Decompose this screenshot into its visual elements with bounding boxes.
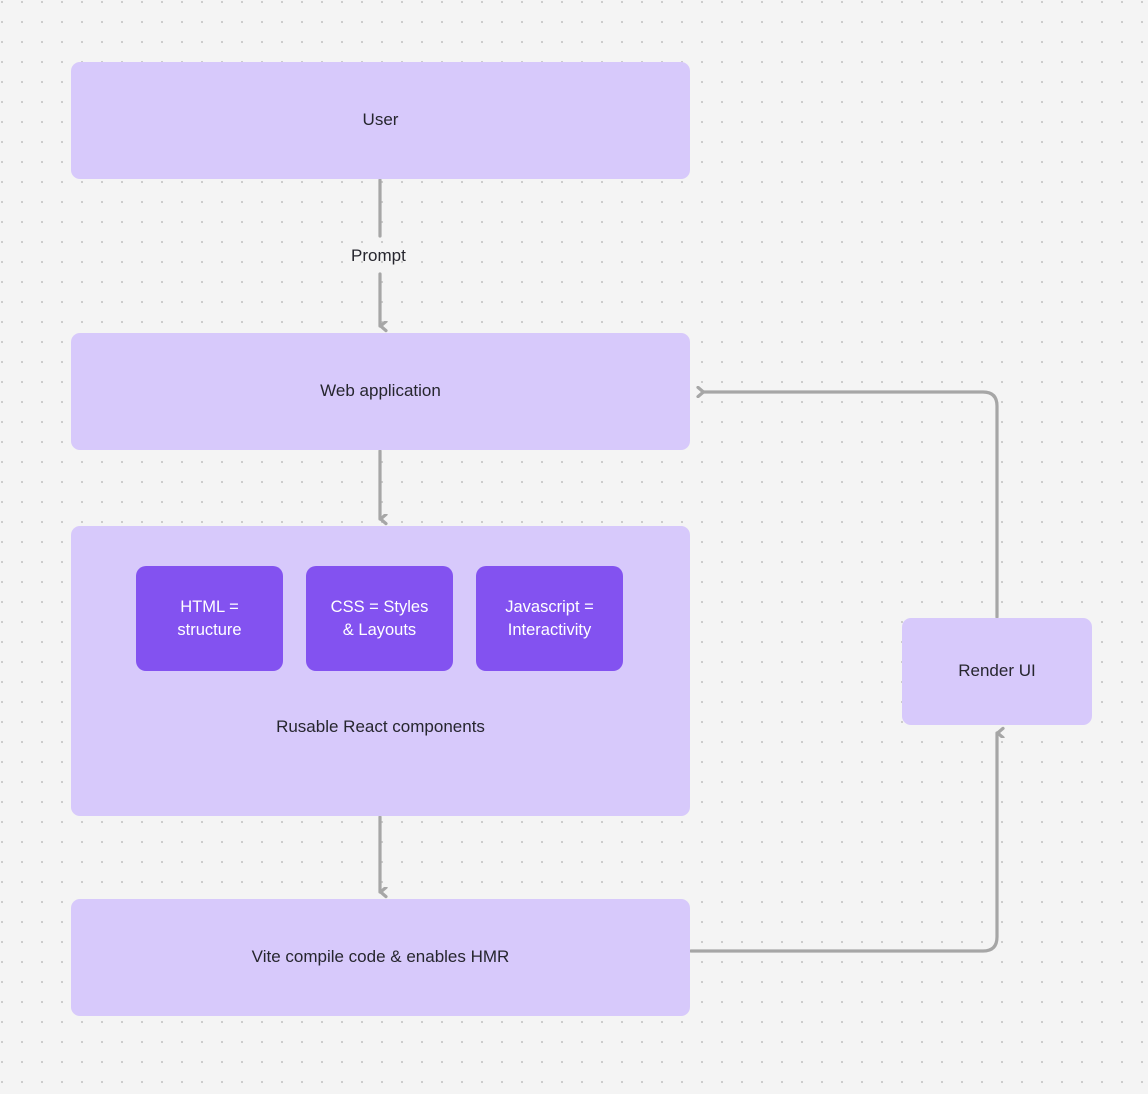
edge-label-prompt: Prompt (345, 246, 412, 266)
inner-node-html[interactable]: HTML = structure (136, 566, 283, 671)
inner-node-javascript[interactable]: Javascript = Interactivity (476, 566, 623, 671)
inner-node-row: HTML = structure CSS = Styles & Layouts … (136, 566, 625, 671)
node-vite-label: Vite compile code & enables HMR (251, 947, 510, 967)
inner-node-javascript-line2: Interactivity (507, 620, 592, 639)
edge-vite-to-render (689, 733, 997, 953)
node-render-ui[interactable]: Render UI (902, 618, 1092, 725)
inner-node-css-line2: & Layouts (342, 620, 417, 639)
node-web-application-label: Web application (320, 381, 441, 401)
inner-node-javascript-line1: Javascript = (505, 597, 594, 616)
node-render-ui-label: Render UI (958, 661, 1036, 681)
node-user-label: User (362, 110, 399, 130)
node-user[interactable]: User (71, 62, 690, 179)
inner-node-html-line2: structure (177, 620, 242, 639)
inner-node-html-line1: HTML = (180, 597, 239, 616)
node-react-components-caption: Rusable React components (276, 717, 485, 736)
inner-node-css-line1: CSS = Styles (330, 597, 429, 616)
node-react-components-container[interactable]: HTML = structure CSS = Styles & Layouts … (71, 526, 690, 816)
node-vite[interactable]: Vite compile code & enables HMR (71, 899, 690, 1016)
edge-label-prompt-text: Prompt (351, 246, 406, 265)
edge-render-to-webapp (704, 392, 999, 619)
inner-node-css[interactable]: CSS = Styles & Layouts (306, 566, 453, 671)
node-web-application[interactable]: Web application (71, 333, 690, 450)
